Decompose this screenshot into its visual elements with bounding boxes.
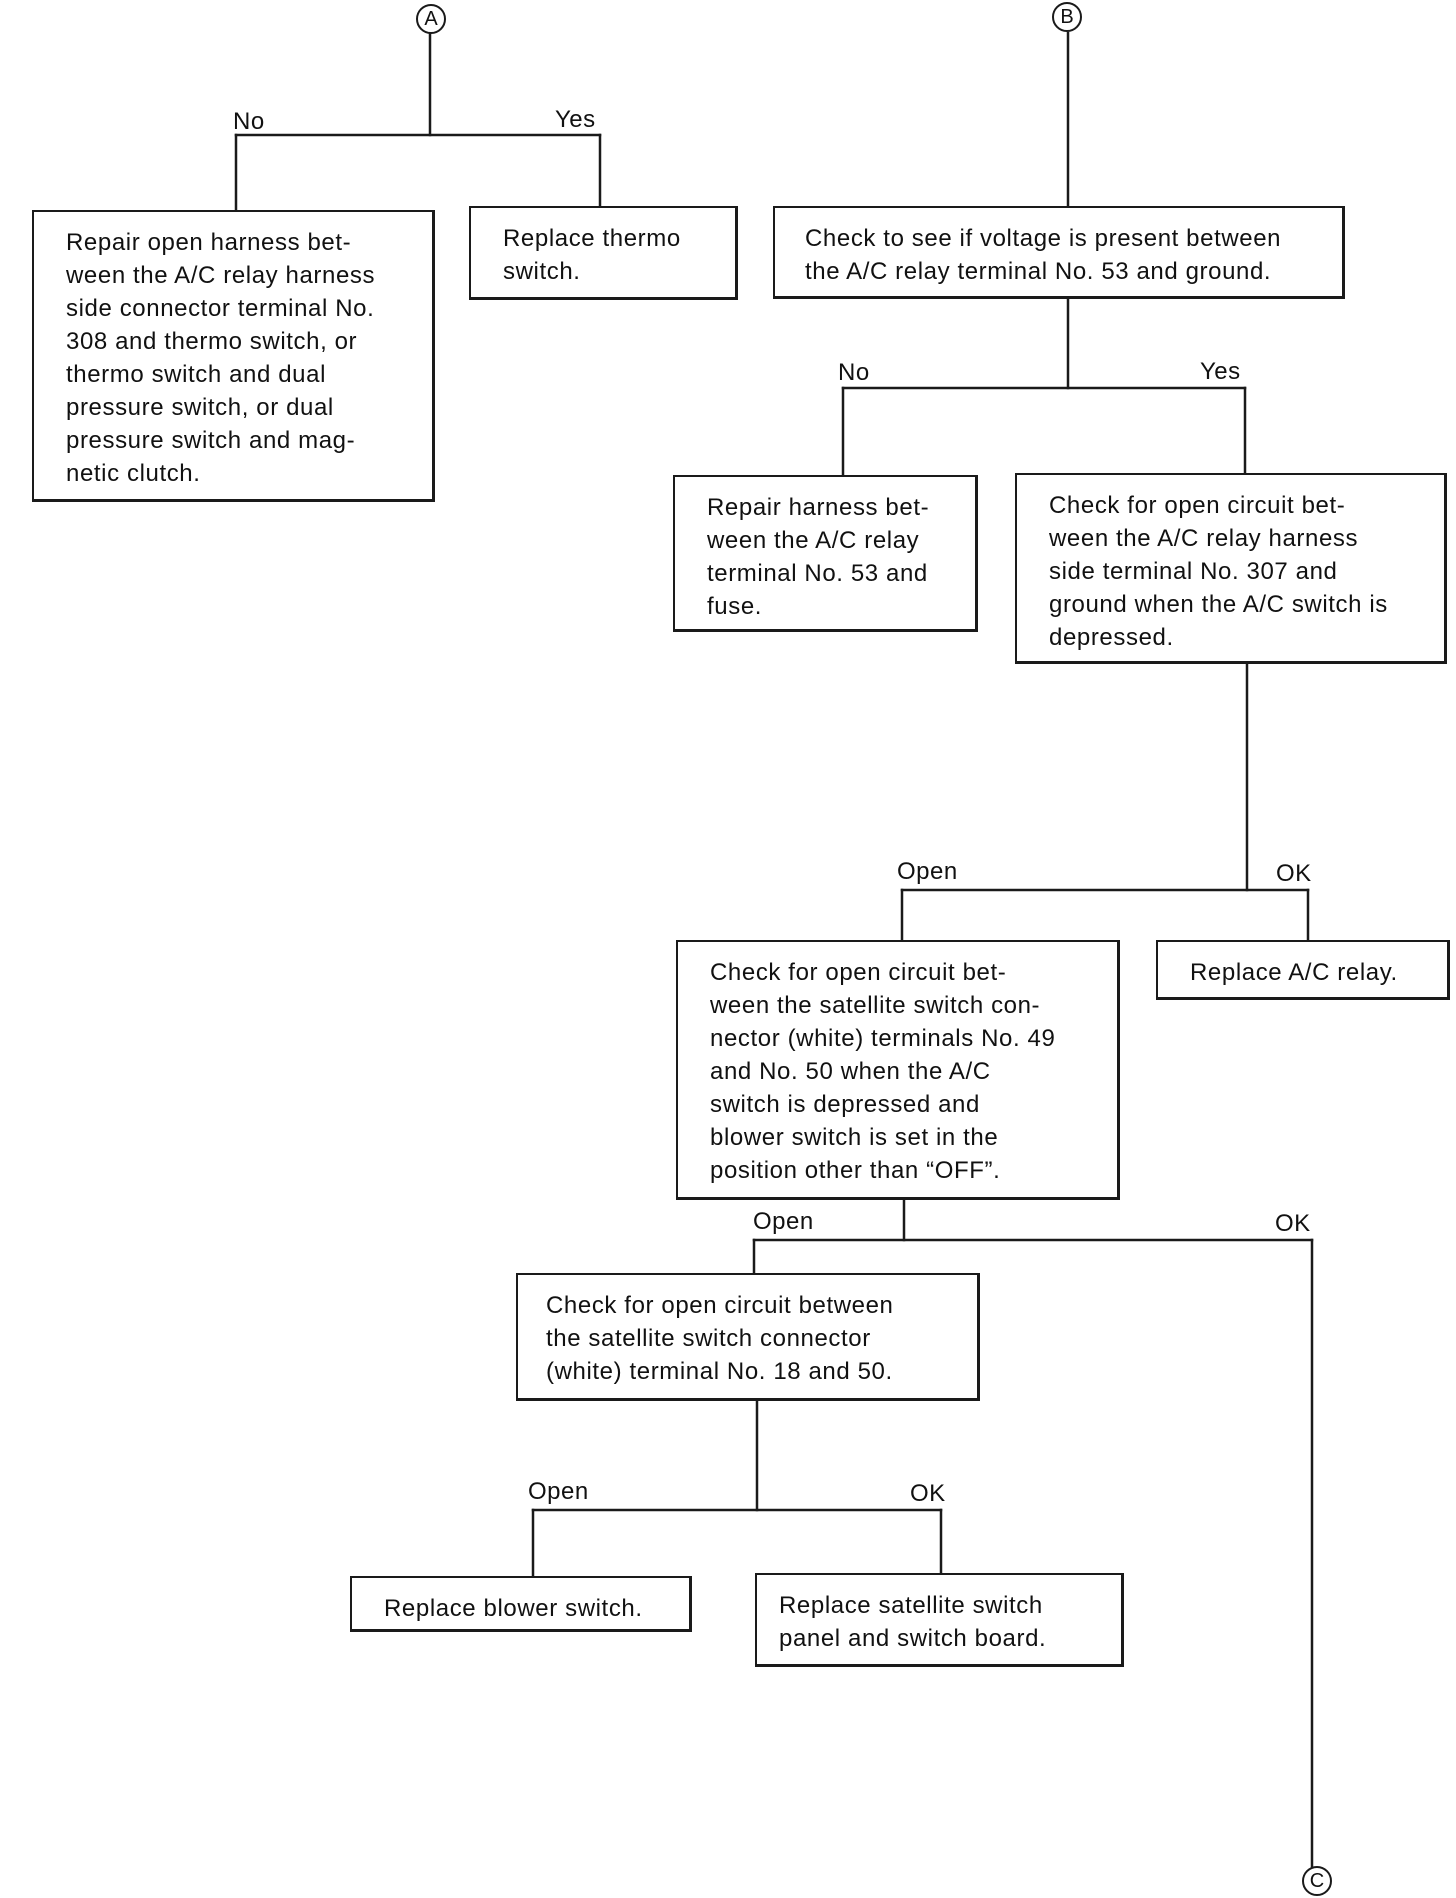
label-1850-ok: OK <box>910 1480 946 1507</box>
box-check-satellite-49-50: Check for open circuit bet- ween the sat… <box>676 940 1120 1200</box>
label-voltage-yes: Yes <box>1200 358 1241 385</box>
box-check-terminal-18-50: Check for open circuit between the satel… <box>516 1273 980 1401</box>
connector-c: C <box>1302 1866 1332 1896</box>
label-sat-open: Open <box>753 1208 814 1235</box>
box-replace-satellite-panel: Replace satellite switch panel and switc… <box>755 1573 1124 1667</box>
box-replace-thermo-switch: Replace thermo switch. <box>469 206 738 300</box>
box-replace-blower-switch: Replace blower switch. <box>350 1576 692 1632</box>
connector-a: A <box>416 4 446 34</box>
label-1850-open: Open <box>528 1478 589 1505</box>
label-voltage-no: No <box>838 359 870 386</box>
box-repair-open-harness: Repair open harness bet- ween the A/C re… <box>32 210 435 502</box>
label-a-yes: Yes <box>555 106 596 133</box>
label-sat-ok: OK <box>1275 1210 1311 1237</box>
box-replace-ac-relay: Replace A/C relay. <box>1156 940 1450 1000</box>
box-repair-harness-53: Repair harness bet- ween the A/C relay t… <box>673 475 978 632</box>
box-check-voltage: Check to see if voltage is present betwe… <box>773 206 1345 299</box>
label-307-ok: OK <box>1276 860 1312 887</box>
connector-b: B <box>1052 2 1082 32</box>
box-check-terminal-307: Check for open circuit bet- ween the A/C… <box>1015 473 1447 664</box>
label-a-no: No <box>233 108 265 135</box>
label-307-open: Open <box>897 858 958 885</box>
